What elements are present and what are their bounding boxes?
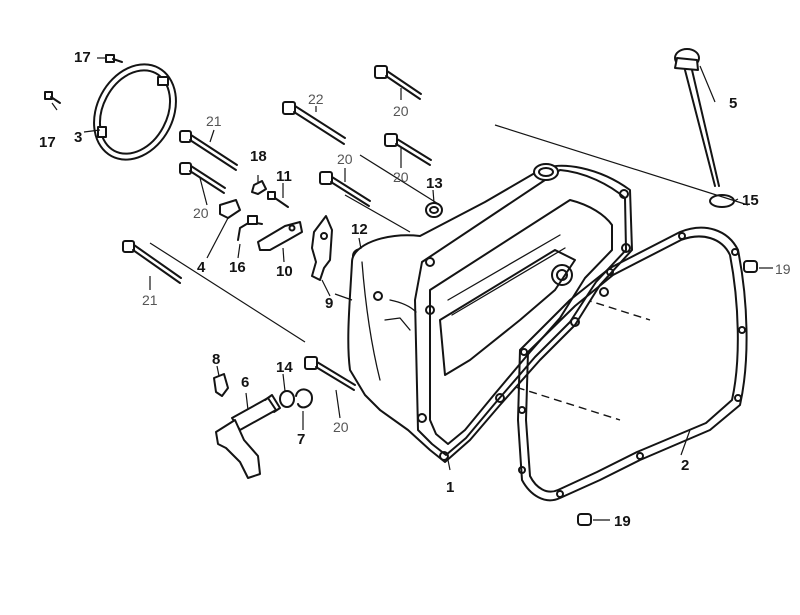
label-14: 14 [276,359,293,376]
label-16: 16 [229,259,246,276]
dipstick-part-5 [674,48,720,187]
label-19-bottom: 19 [614,513,631,530]
label-7: 7 [297,431,305,448]
label-17-top: 17 [74,49,91,66]
crankcase-cover-part-1 [347,163,633,463]
label-15: 15 [742,192,759,209]
callout-leaders [51,57,773,521]
shaft-part-6 [215,394,281,479]
label-10: 10 [276,263,293,280]
label-20-top: 20 [393,103,409,119]
clip-part-16 [237,215,263,241]
label-12: 12 [351,221,368,238]
label-11: 11 [276,168,292,185]
nut-part-18 [251,180,267,195]
bracket-part-4 [219,199,241,219]
label-18: 18 [250,148,267,165]
bolt-part-20-left [179,162,226,194]
label-21-lower: 21 [142,292,158,308]
label-8: 8 [212,351,220,368]
label-20-left: 20 [193,205,209,221]
label-1: 1 [446,479,454,496]
bolt-part-20-middle [384,133,432,166]
bolt-part-20-top [374,65,422,100]
label-6: 6 [241,374,249,391]
callout-labels: 1 2 3 4 5 6 7 8 9 10 11 12 13 14 15 16 1… [39,49,791,530]
bolt-part-21-upper [179,130,238,171]
bolt-part-20-lower [304,356,356,391]
label-19-right: 19 [775,261,791,277]
label-21-upper: 21 [206,113,222,129]
label-9: 9 [325,295,333,312]
label-20-lower: 20 [333,419,349,435]
label-17-side: 17 [39,134,56,151]
washer-part-14 [279,390,295,408]
lever-part-10 [257,221,303,251]
bolt-part-20-center [319,171,371,207]
label-20-middle: 20 [393,169,409,185]
ring-part-3 [93,63,177,161]
pin-part-11 [267,191,289,208]
gasket-part-2 [517,226,748,502]
plate-part-9 [311,215,333,281]
bolt-part-21-lower [122,240,182,284]
dowel-part-19-right [743,260,758,273]
dowel-part-19-bottom [577,513,592,526]
label-3: 3 [74,129,82,146]
bolt-part-22 [282,101,346,145]
bolt-part-17-side [44,91,61,104]
label-2: 2 [681,457,689,474]
label-22: 22 [308,91,324,107]
label-13: 13 [426,175,443,192]
seal-part-13 [425,202,443,218]
label-5: 5 [729,95,737,112]
bolt-part-8 [213,373,229,397]
bolt-part-17-top [105,54,123,63]
label-4: 4 [197,259,206,276]
clip-part-7 [295,388,313,409]
label-20-center: 20 [337,151,353,167]
